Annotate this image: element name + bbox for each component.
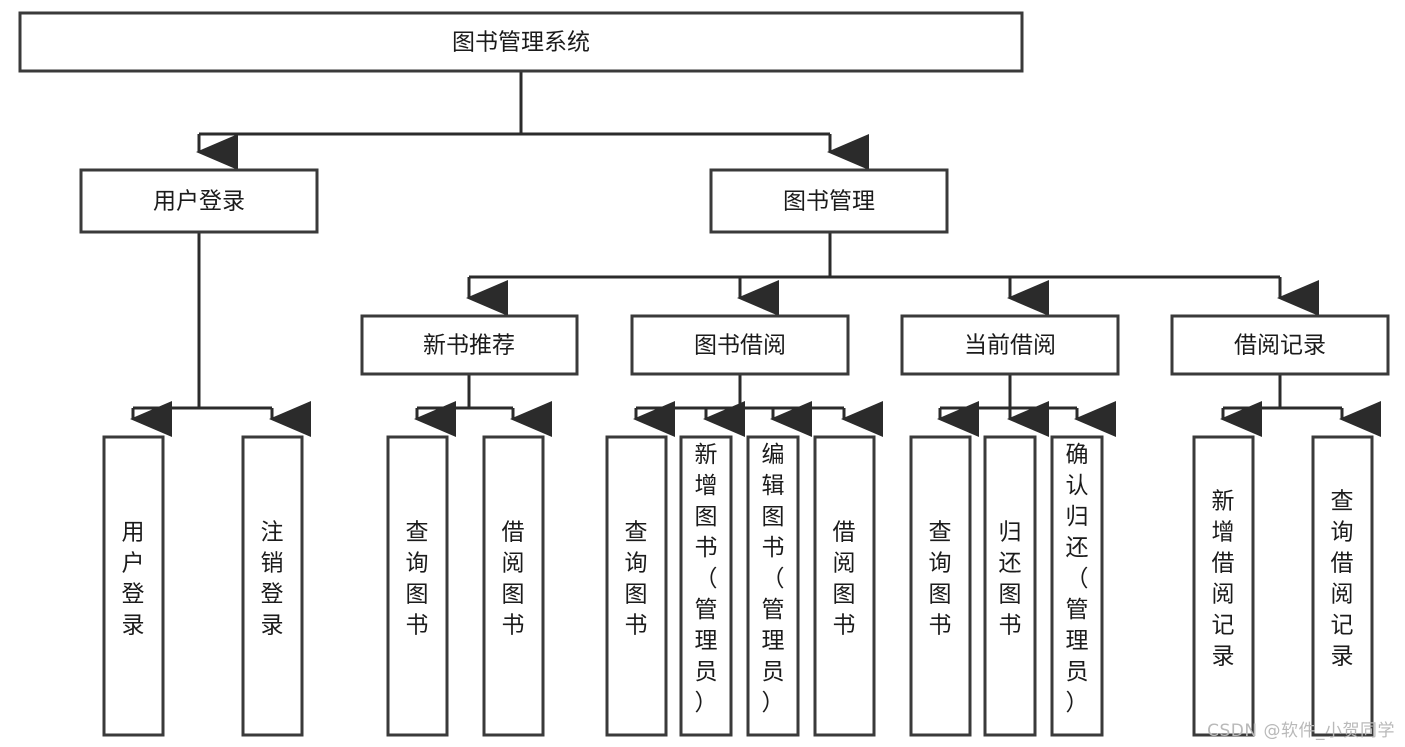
node-borrow-record-label: 借阅记录 xyxy=(1234,333,1326,359)
node-leaf-edit-book-box[interactable] xyxy=(746,435,800,737)
node-root[interactable]: 图书管理系统 xyxy=(18,11,1024,73)
node-leaf-add-book[interactable]: 新增图书（管理员） xyxy=(679,435,733,737)
node-leaf-add-record-box[interactable] xyxy=(1192,435,1255,737)
node-leaf-user-logout-box[interactable] xyxy=(241,435,304,737)
node-book-borrow[interactable]: 图书借阅 xyxy=(630,314,850,376)
node-current-borrow-label: 当前借阅 xyxy=(964,333,1056,359)
node-book-manage-label: 图书管理 xyxy=(783,189,875,215)
node-leaf-borrow-book-2-box[interactable] xyxy=(813,435,876,737)
node-leaf-query-book-3-box[interactable] xyxy=(909,435,972,737)
node-user-login[interactable]: 用户登录 xyxy=(79,168,319,234)
node-book-borrow-label: 图书借阅 xyxy=(694,333,786,359)
node-new-book-recommend-label: 新书推荐 xyxy=(423,333,515,359)
node-leaf-add-book-box[interactable] xyxy=(679,435,733,737)
node-book-borrow-box[interactable] xyxy=(630,314,850,376)
node-leaf-return-book[interactable]: 归还图书 xyxy=(983,435,1037,737)
node-leaf-confirm-return[interactable]: 确认归还（管理员） xyxy=(1050,435,1104,737)
csdn-watermark: CSDN @软件_小贺同学 xyxy=(1207,721,1395,741)
node-borrow-record-box[interactable] xyxy=(1170,314,1390,376)
node-leaf-return-book-label: 归还图书 xyxy=(999,520,1022,639)
node-leaf-borrow-book-1-label: 借阅图书 xyxy=(502,520,525,639)
node-leaf-add-record[interactable]: 新增借阅记录 xyxy=(1192,435,1255,737)
node-current-borrow-box[interactable] xyxy=(900,314,1120,376)
node-book-manage-box[interactable] xyxy=(709,168,949,234)
node-leaf-user-login-box[interactable] xyxy=(102,435,165,737)
node-leaf-add-book-label: 新增图书（管理员） xyxy=(695,442,718,716)
node-leaf-query-record-box[interactable] xyxy=(1311,435,1374,737)
node-user-login-label: 用户登录 xyxy=(153,189,245,215)
node-new-book-recommend[interactable]: 新书推荐 xyxy=(360,314,579,376)
node-leaf-query-book-1-label: 查询图书 xyxy=(406,520,429,639)
node-user-login-box[interactable] xyxy=(79,168,319,234)
node-leaf-confirm-return-box[interactable] xyxy=(1050,435,1104,737)
node-leaf-borrow-book-2[interactable]: 借阅图书 xyxy=(813,435,876,737)
node-leaf-confirm-return-label: 确认归还（管理员） xyxy=(1066,442,1089,716)
node-new-book-recommend-box[interactable] xyxy=(360,314,579,376)
node-leaf-query-record[interactable]: 查询借阅记录 xyxy=(1311,435,1374,737)
node-root-box[interactable] xyxy=(18,11,1024,73)
node-leaf-return-book-box[interactable] xyxy=(983,435,1037,737)
node-leaf-query-book-1-box[interactable] xyxy=(386,435,449,737)
node-leaf-query-book-2-box[interactable] xyxy=(605,435,668,737)
node-leaf-query-book-1[interactable]: 查询图书 xyxy=(386,435,449,737)
node-leaf-edit-book-label: 编辑图书（管理员） xyxy=(762,442,785,716)
connector-layer xyxy=(130,71,1381,437)
node-leaf-borrow-book-2-label: 借阅图书 xyxy=(833,520,856,639)
node-leaf-user-login-label: 用户登录 xyxy=(122,520,145,639)
node-leaf-borrow-book-1-box[interactable] xyxy=(482,435,545,737)
node-book-manage[interactable]: 图书管理 xyxy=(709,168,949,234)
node-root-label: 图书管理系统 xyxy=(452,30,590,56)
node-leaf-user-logout-label: 注销登录 xyxy=(261,520,284,639)
node-current-borrow[interactable]: 当前借阅 xyxy=(900,314,1120,376)
node-leaf-edit-book[interactable]: 编辑图书（管理员） xyxy=(746,435,800,737)
node-leaf-query-book-3[interactable]: 查询图书 xyxy=(909,435,972,737)
node-leaf-query-book-3-label: 查询图书 xyxy=(929,520,952,639)
node-leaf-query-book-2-label: 查询图书 xyxy=(625,520,648,639)
node-leaf-query-record-label: 查询借阅记录 xyxy=(1331,489,1354,670)
node-leaf-user-logout[interactable]: 注销登录 xyxy=(241,435,304,737)
node-leaf-query-book-2[interactable]: 查询图书 xyxy=(605,435,668,737)
node-leaf-add-record-label: 新增借阅记录 xyxy=(1212,489,1235,670)
node-leaf-borrow-book-1[interactable]: 借阅图书 xyxy=(482,435,545,737)
node-borrow-record[interactable]: 借阅记录 xyxy=(1170,314,1390,376)
node-leaf-user-login[interactable]: 用户登录 xyxy=(102,435,165,737)
